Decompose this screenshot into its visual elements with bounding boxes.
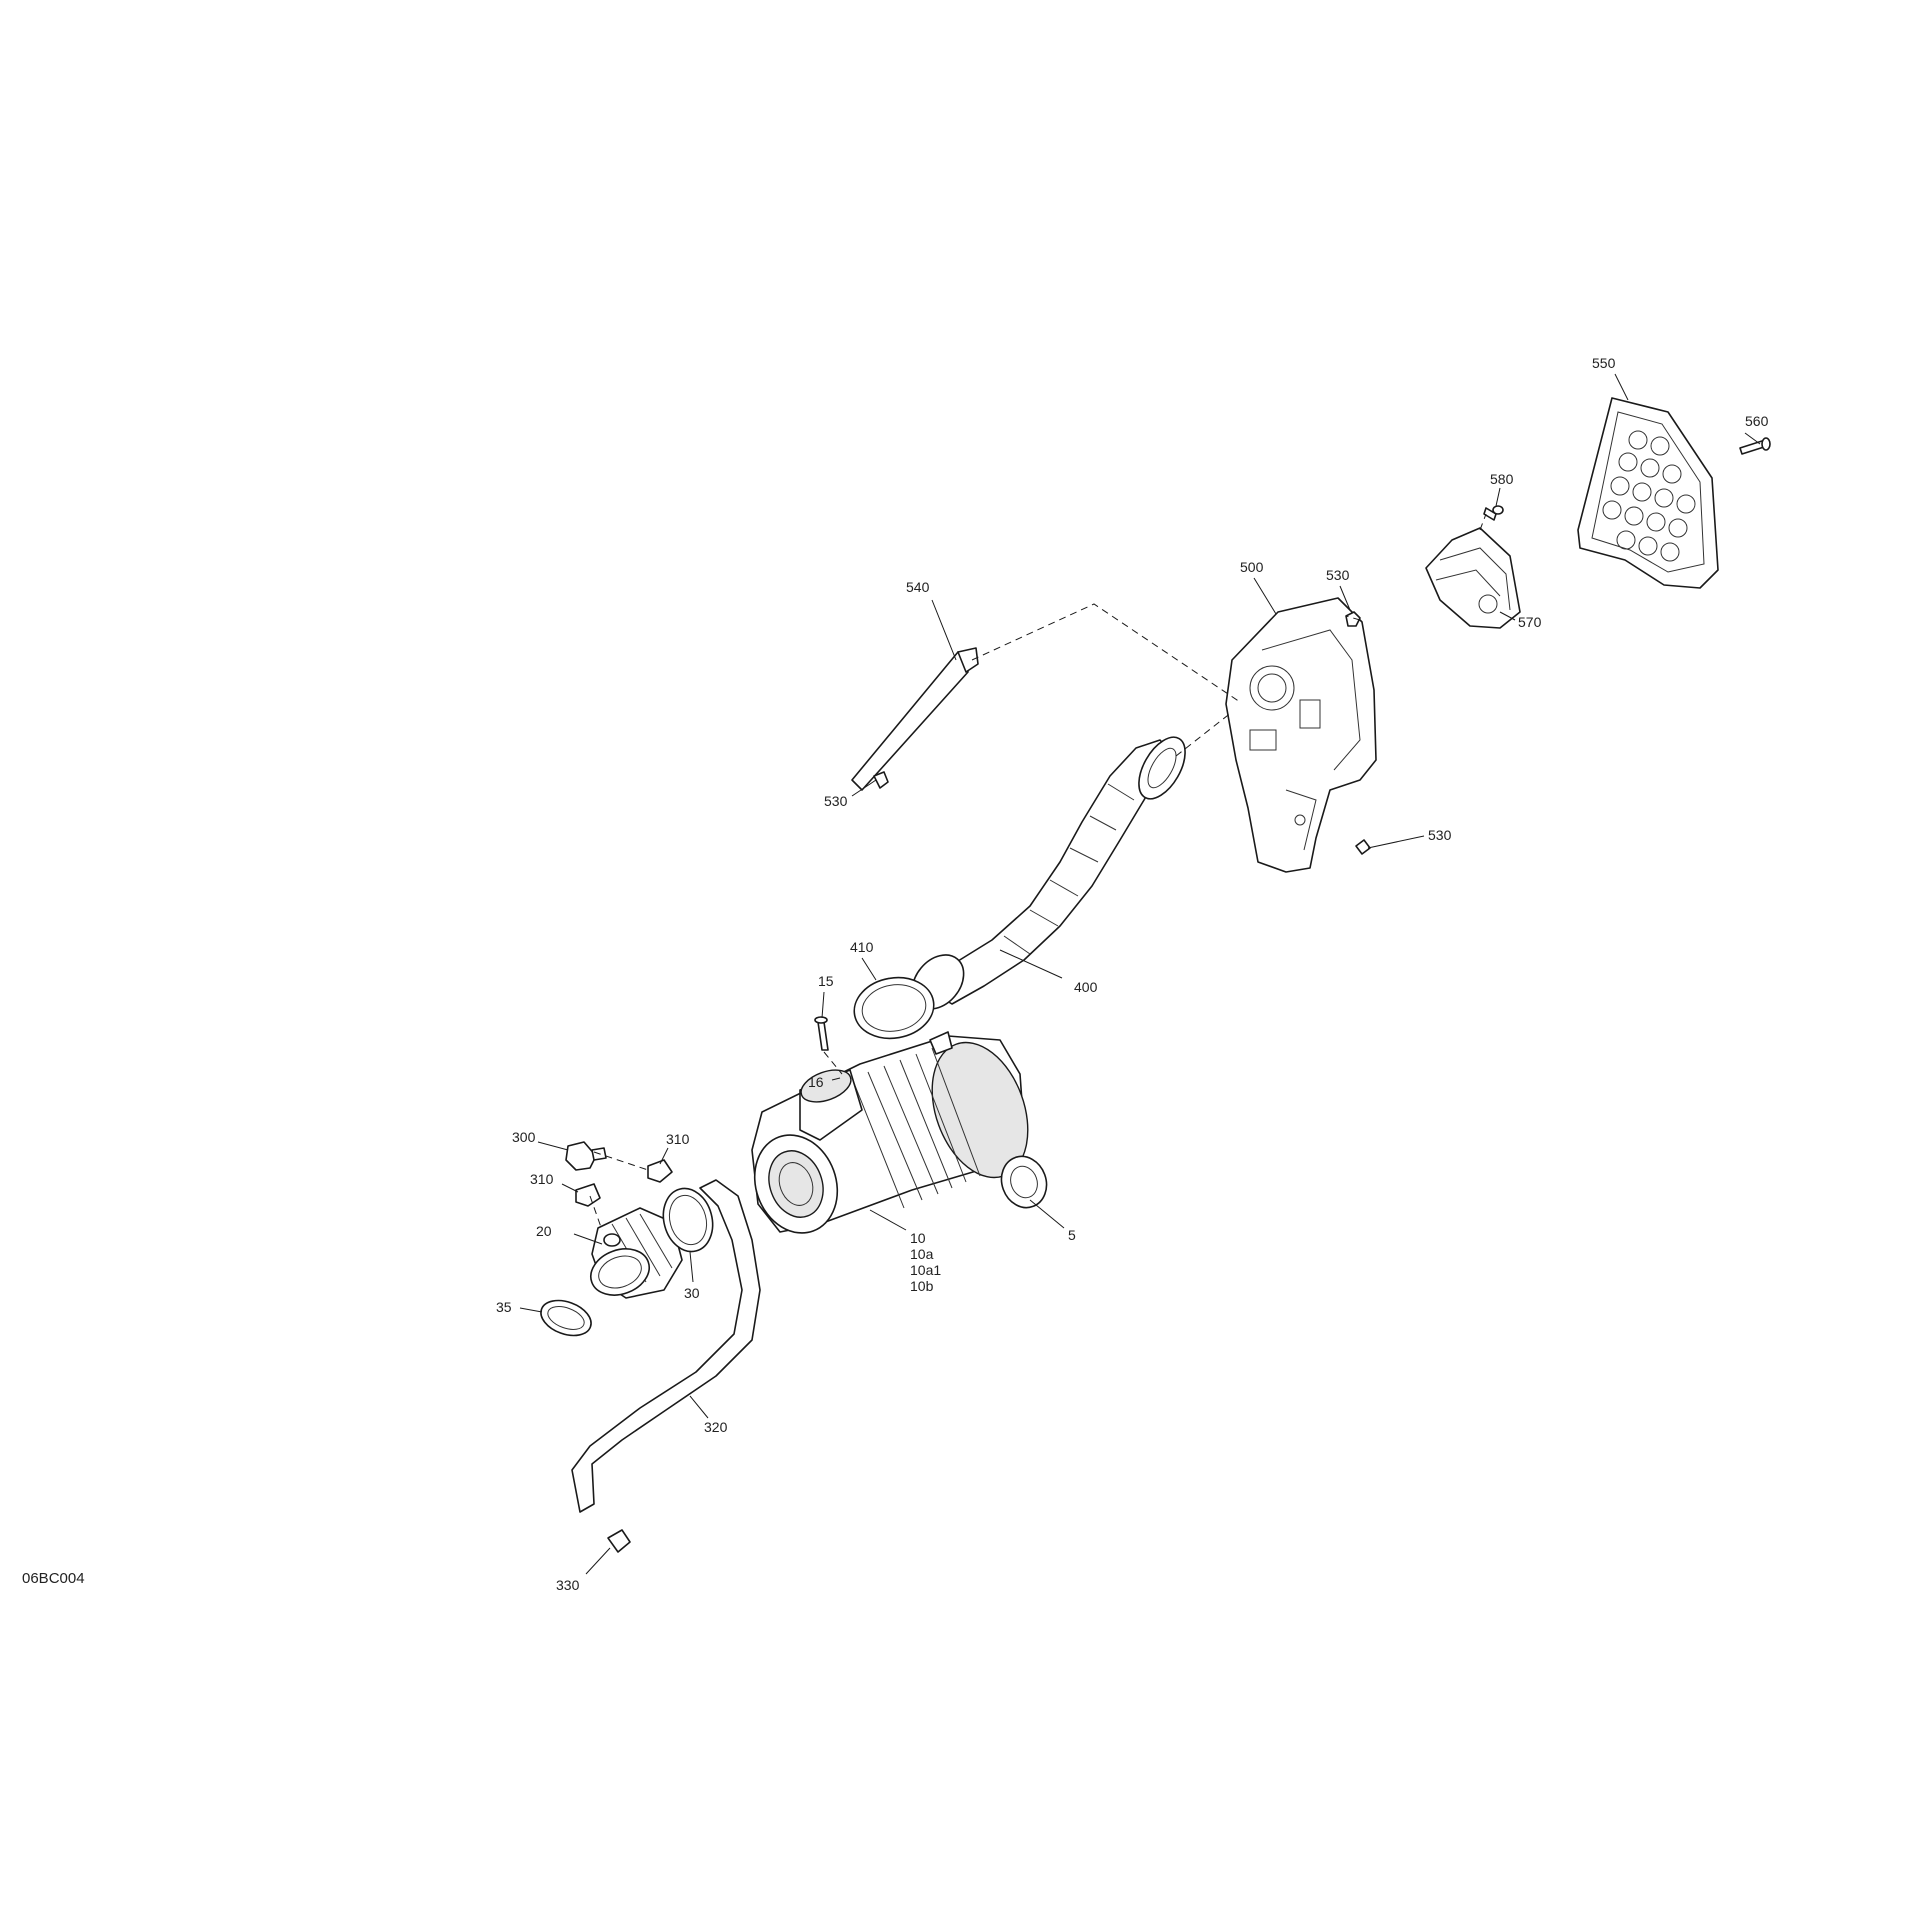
part-20-boot [590,1207,683,1299]
part-530-nut-upper [1345,611,1361,627]
part-530-nut-left [873,771,889,789]
callout-15: 15 [818,973,834,989]
callout-10a: 10a [910,1246,934,1262]
part-310-clamp-left [575,1183,601,1207]
callout-10b: 10b [910,1278,934,1294]
callout-310-top: 310 [666,1131,690,1147]
callout-300: 300 [512,1129,536,1145]
callout-500: 500 [1240,559,1264,575]
callout-400: 400 [1074,979,1098,995]
part-5-grommet [1000,1155,1048,1209]
part-540-bracket [851,647,979,791]
callout-10: 10 [910,1230,926,1246]
part-500-housing [1225,597,1377,873]
callout-530-right: 530 [1428,827,1452,843]
callout-320: 320 [704,1419,728,1435]
part-330-clip [607,1529,631,1553]
callout-560: 560 [1745,413,1769,429]
part-550-grille [1577,397,1719,589]
callout-30: 30 [684,1285,700,1301]
part-15-screw [814,1016,829,1051]
part-35-clamp [540,1299,592,1337]
part-400-duct [911,736,1186,1010]
part-30-clamp [662,1187,714,1253]
assembly-dashed-lines [589,513,1487,1231]
callout-35: 35 [496,1299,512,1315]
part-560-screw [1739,437,1771,455]
callout-10a1: 10a1 [910,1262,941,1278]
leader-lines [519,373,1761,1575]
figure-id: 06BC004 [22,1570,85,1587]
part-320-hose [571,1179,761,1513]
callout-310-left: 310 [530,1171,554,1187]
part-580-screw [1483,505,1504,521]
part-410-clamp [853,976,935,1040]
callout-410: 410 [850,939,874,955]
callout-5: 5 [1068,1227,1076,1243]
part-10-filter-housing [751,1031,1029,1234]
callout-550: 550 [1592,355,1616,371]
callout-580: 580 [1490,471,1514,487]
callout-labels: 550 560 580 570 500 530 530 540 530 400 … [496,355,1769,1593]
callout-20: 20 [536,1223,552,1239]
callout-530-upper: 530 [1326,567,1350,583]
callout-570: 570 [1518,614,1542,630]
part-570-cover [1425,527,1521,629]
part-300-fitting [565,1141,607,1171]
callout-540: 540 [906,579,930,595]
callout-16: 16 [808,1074,824,1090]
callout-530-left: 530 [824,793,848,809]
part-530-bolt-right [1355,839,1371,855]
callout-330: 330 [556,1577,580,1593]
